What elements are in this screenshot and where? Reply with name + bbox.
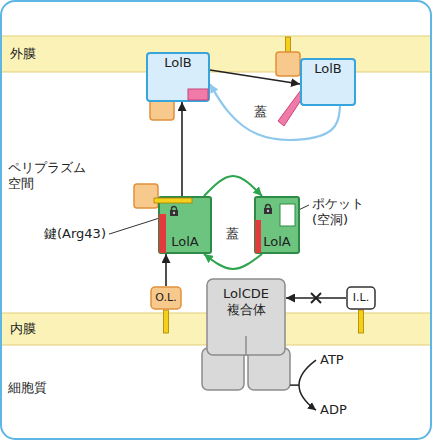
lolb-protein: LolB (146, 52, 210, 102)
lid-shape (159, 214, 166, 253)
membrane-edge (2, 36, 430, 37)
node-label: LolCDE 複合体 (210, 286, 282, 319)
box-outline (151, 287, 181, 309)
lock-icon (170, 207, 178, 217)
reaction-arrow (299, 360, 316, 410)
lipid-anchor (359, 310, 364, 333)
lipid-anchor (164, 310, 169, 333)
part-label: ポケット (空洞) (312, 196, 364, 229)
lipoprotein-box: O.L. (150, 286, 182, 310)
blocked-mark (311, 293, 321, 303)
subunit-divider (245, 336, 247, 356)
lolb-protein: LolB (300, 58, 356, 106)
part-label: 蓋 (254, 104, 267, 120)
box-outline (255, 197, 299, 253)
node-label: 外膜 (10, 46, 36, 62)
lipoprotein-shape (276, 52, 300, 76)
box-outline (159, 197, 211, 253)
transport-arrow (181, 102, 183, 196)
lid-shape (188, 89, 208, 100)
reaction-line (290, 384, 299, 386)
node-label: LolA (171, 234, 198, 250)
lid-shape (278, 90, 301, 126)
box-outline (207, 279, 285, 355)
lock-icon (264, 205, 272, 215)
membrane-band: 外膜 (2, 36, 430, 72)
transport-arrow (165, 254, 167, 286)
membrane-fill (2, 36, 430, 72)
node-label: 内膜 (10, 321, 36, 337)
node-label: O.L. (155, 291, 176, 305)
molecule-label: ATP (320, 352, 344, 368)
node-label: LolA (263, 234, 290, 250)
lipoprotein-box: I.L. (346, 286, 376, 310)
node-label: LolB (164, 55, 192, 71)
lid-shape (255, 220, 261, 253)
transport-arrow (210, 70, 300, 84)
region-label: 細胞質 (8, 380, 47, 396)
box-outline (147, 53, 209, 101)
region-label: ペリプラズム 空間 (8, 160, 86, 193)
box-outline (347, 287, 375, 309)
molecule-label: ADP (320, 402, 347, 418)
part-label: 鍵(Arg43) (44, 226, 106, 242)
node-label: LolB (314, 61, 342, 77)
lola-protein: LolA (158, 196, 212, 254)
box-outline (301, 59, 355, 105)
lola-protein: LolA (254, 196, 300, 254)
lipid-anchor (286, 37, 291, 52)
node-label: I.L. (353, 291, 369, 305)
lipoprotein-shape (134, 184, 158, 208)
transport-arrow (204, 254, 262, 269)
part-label: 蓋 (226, 226, 239, 242)
pocket-shape (280, 204, 295, 226)
lipid-anchor (154, 198, 192, 203)
membrane-band: 内膜 (2, 313, 430, 345)
transporter-complex: LolCDE 複合体 (206, 278, 286, 356)
transport-arrow (204, 176, 262, 196)
